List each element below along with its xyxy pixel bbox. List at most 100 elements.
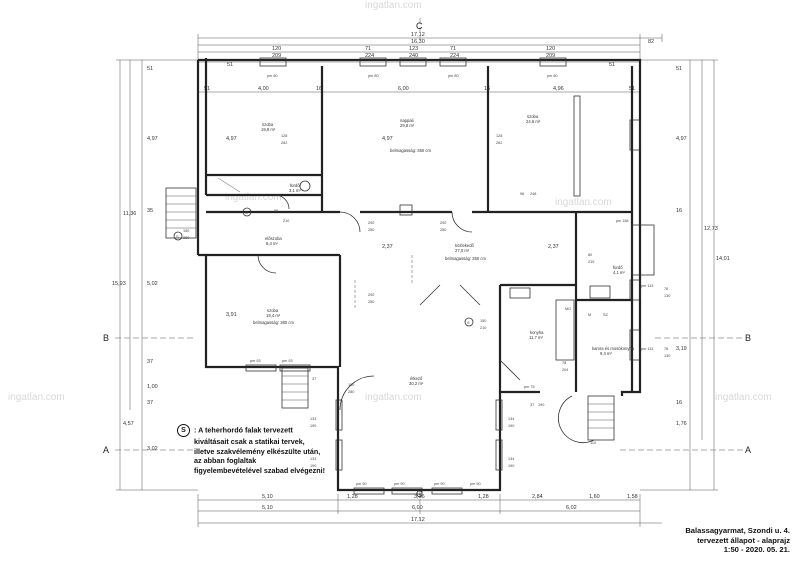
pm-9: pm 90 [434, 482, 445, 486]
dim-left-1: 4,97 [147, 136, 158, 142]
axis-label-a-left: A [103, 445, 109, 455]
code-19: 96 [520, 192, 524, 196]
dim-left-3: 5,02 [147, 281, 158, 287]
pm-3: pm 80 [448, 74, 459, 78]
room-kamra-area: 9,4 m² [600, 351, 612, 356]
room-szoba-1-name: szoba [262, 122, 274, 127]
dim-room-391: 3,91 [226, 312, 237, 318]
dim-window-123: 123 [409, 46, 418, 52]
pm-1: pm 80 [267, 74, 278, 78]
title-address: Balassagyarmat, Szondi u. 4. [685, 526, 790, 536]
room-nappali-name: nappali [400, 118, 414, 123]
dim-bottom-6: 1,60 [589, 494, 600, 500]
room-nappali-area: 29,8 m² [400, 123, 415, 128]
code-17: 80 [588, 253, 592, 257]
code-32: 133 [310, 417, 316, 421]
dim-right-3: 3,19 [676, 346, 687, 352]
dim-room-h4: 2,37 [548, 244, 559, 250]
pm-11: pm 75 [524, 385, 535, 389]
room-furdo-2-name: fürdő [613, 265, 623, 270]
code-22: 204 [562, 368, 568, 372]
pm-10: pm 90 [470, 482, 481, 486]
dim-bottom-5: 2,84 [532, 494, 543, 500]
code-26: 37 [530, 403, 534, 407]
dim-top-inner: 16,30 [411, 39, 425, 45]
s-marker-2: S [467, 321, 470, 325]
code-37: 190 [508, 424, 514, 428]
room-eloszoba-name: előszoba [265, 236, 282, 241]
pm-5: pm 93 [250, 359, 261, 363]
bottom-dimension-lines [197, 494, 662, 527]
code-25: 37 [312, 377, 316, 381]
room-szoba-2-area: 24,6 m² [526, 119, 541, 124]
code-30: 76 [664, 287, 668, 291]
s-marker-3: S [245, 211, 248, 215]
room-konyha-name: konyha [530, 330, 544, 335]
code-31: 130 [664, 294, 670, 298]
watermark-right: ingatlan.com [715, 392, 772, 403]
room-kozlekedo-area: 27,0 m² [455, 248, 470, 253]
dim-window-209-a: 209 [272, 53, 281, 59]
dim-window-224-a: 224 [365, 53, 374, 59]
code-38: 134 [508, 457, 514, 461]
dim-bottom-4: 1,28 [478, 494, 489, 500]
code-35: 190 [310, 464, 316, 468]
code-3: 128 [496, 134, 502, 138]
dim-room-h3: 2,37 [382, 244, 393, 250]
dim-right-2: 16 [676, 208, 682, 214]
room-kozlekedo-height: belmagasság: 350 cm [445, 256, 486, 261]
code-10: 250 [368, 228, 374, 232]
dim-top-51-b: 51 [227, 62, 233, 68]
watermark-center: ingatlan.com [365, 392, 422, 403]
doors [257, 194, 521, 411]
code-34: 133 [310, 457, 316, 461]
dim-left-4: 37 [147, 359, 153, 365]
watermarks: ingatlan.com ingatlan.com ingatlan.com i… [8, 0, 772, 403]
room-height-dims: 4,97 4,97 2,37 2,37 [226, 136, 559, 250]
pm-13: pm 113 [641, 347, 653, 351]
code-9: 200 [368, 221, 374, 225]
code-28: 76 [664, 347, 668, 351]
room-furdo-1-name: fürdő [290, 183, 300, 188]
code-27: 190 [538, 403, 544, 407]
axis-label-b-right: B [745, 333, 751, 343]
dim-top-total: 17,12 [411, 32, 425, 38]
interior-walls [206, 66, 632, 392]
room-kozlekedo-name: közlekedő [455, 243, 475, 248]
dim-bottom-row2-1: 5,10 [262, 505, 273, 511]
code-5: 86 [274, 209, 278, 213]
dim-window-120-a: 120 [272, 46, 281, 52]
pm-7: pm 90 [356, 482, 367, 486]
code-14: 250 [368, 300, 374, 304]
dim-left-51: 51 [147, 66, 153, 72]
code-40: 110 [590, 441, 596, 445]
code-2: 262 [281, 141, 287, 145]
room-eloszoba-area: 8,4 m² [266, 241, 278, 246]
fixture-m: M [588, 313, 591, 317]
code-13: 200 [368, 293, 374, 297]
left-dimension-lines [116, 59, 198, 491]
dim-left-2: 35 [147, 208, 153, 214]
code-20: 248 [530, 192, 536, 196]
pm-14: pm 184 [616, 219, 629, 223]
dim-left-6: 37 [147, 400, 153, 406]
note-text-1: : A teherhordó falak tervezett [194, 425, 293, 435]
watermark-top: ingatlan.com [365, 0, 422, 11]
fixture-mg: MG [565, 307, 571, 311]
room-furdo-2-area: 4,1 m² [613, 270, 625, 275]
room-konyha-area: 11,7 m² [529, 335, 543, 340]
dim-room-h1: 4,97 [226, 136, 237, 142]
code-18: 215 [588, 260, 594, 264]
code-15: 150 [480, 319, 486, 323]
note-line-5: figyelembevételével szabad elvégezni! [194, 465, 326, 475]
dim-bottom-row2-3: 6,02 [566, 505, 577, 511]
note-line-1: S: A teherhordó falak tervezett [177, 424, 327, 437]
code-12: 250 [440, 228, 446, 232]
note-line-4: az abban foglaltak [194, 456, 257, 466]
dim-right-5: 1,76 [676, 421, 687, 427]
dim-right-total-2: 14,01 [716, 256, 730, 262]
room-etkezo-name: étkező [410, 376, 423, 381]
room-etkezo-area: 30,2 m² [409, 381, 424, 386]
fixture-sz: SZ [603, 313, 609, 317]
